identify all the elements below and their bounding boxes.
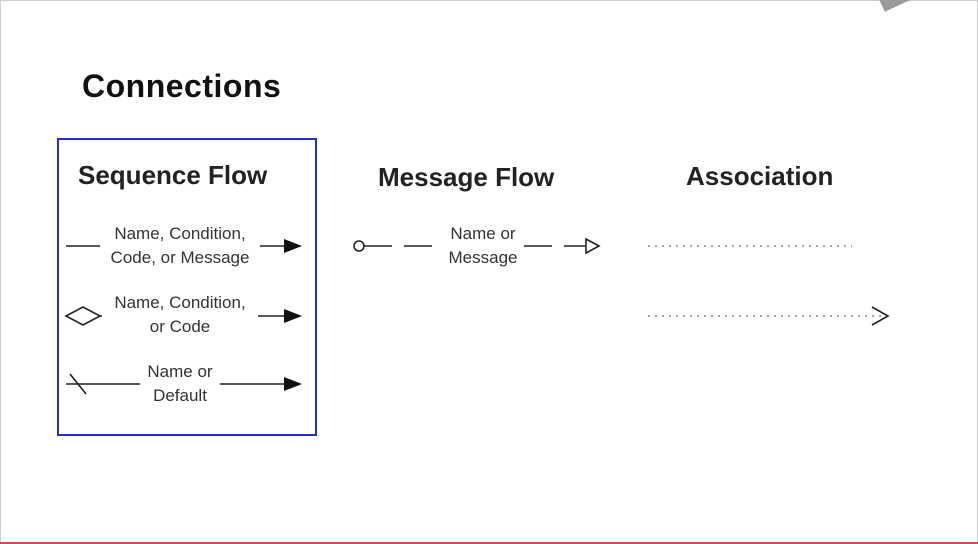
- label-line: Message: [448, 248, 518, 267]
- sequence-flow-label-normal: Name, Condition, Code, or Message: [100, 222, 260, 270]
- sequence-flow-label-default: Name or Default: [140, 360, 220, 408]
- directed-association-line: [648, 306, 890, 326]
- message-flow-label: Name or Message: [442, 222, 524, 270]
- label-line: or Code: [149, 317, 211, 336]
- association-heading: Association: [686, 161, 834, 191]
- label-line: Name, Condition,: [114, 224, 246, 243]
- sequence-flow-box: [57, 138, 317, 436]
- label-line: Code, or Message: [110, 248, 250, 267]
- label-line: Name or: [450, 224, 516, 243]
- message-flow-heading: Message Flow: [378, 162, 555, 192]
- bottom-accent-bar: [0, 542, 978, 544]
- label-line: Name or: [147, 362, 213, 381]
- label-line: Name, Condition,: [114, 293, 246, 312]
- sequence-flow-heading: Sequence Flow: [78, 160, 268, 190]
- label-line: Default: [153, 386, 207, 405]
- sequence-flow-label-conditional: Name, Condition, or Code: [102, 291, 258, 339]
- page-title: Connections: [82, 68, 282, 104]
- message-flow-line: [353, 237, 601, 255]
